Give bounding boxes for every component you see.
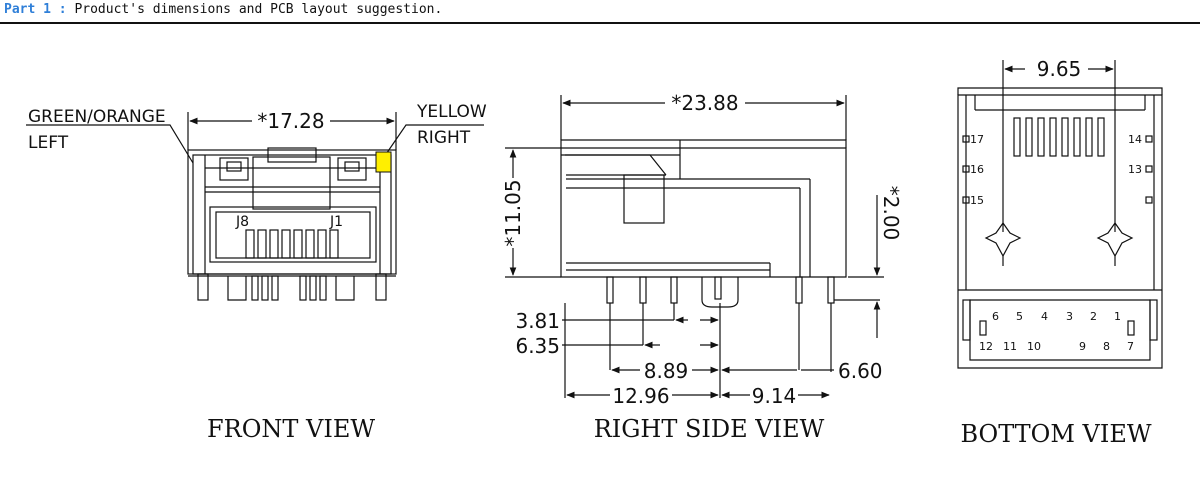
side-height-dim: *11.05 bbox=[501, 179, 525, 246]
part-description: Product's dimensions and PCB layout sugg… bbox=[74, 2, 443, 17]
pin-label-j1: J1 bbox=[329, 214, 343, 230]
label-left-line2: LEFT bbox=[28, 133, 69, 153]
side-dim-f: 6.60 bbox=[838, 359, 883, 383]
label-right-line2: RIGHT bbox=[417, 128, 471, 148]
side-length-dim: *23.88 bbox=[671, 91, 738, 115]
header-text: Part 1 : Product's dimensions and PCB la… bbox=[4, 2, 442, 17]
side-dim-a: 3.81 bbox=[515, 309, 560, 333]
front-view bbox=[26, 112, 484, 301]
label-left-line1: GREEN/ORANGE bbox=[28, 107, 166, 127]
side-dim-d: 12.96 bbox=[612, 384, 669, 408]
front-view-title: FRONT VIEW bbox=[207, 415, 375, 443]
front-width-dim: *17.28 bbox=[257, 109, 324, 133]
pin-11: 11 bbox=[1003, 340, 1017, 353]
pin-4: 4 bbox=[1041, 310, 1048, 323]
side-dim-c: 8.89 bbox=[644, 359, 689, 383]
page-header: Part 1 : Product's dimensions and PCB la… bbox=[0, 0, 1200, 24]
bottom-view-title: BOTTOM VIEW bbox=[960, 420, 1151, 448]
pin-14: 14 bbox=[1128, 133, 1142, 146]
pin-16: 16 bbox=[970, 163, 984, 176]
part-label: Part 1 : bbox=[4, 2, 67, 17]
side-dim-e: 9.14 bbox=[752, 384, 797, 408]
side-offset-dim: *2.00 bbox=[879, 186, 903, 241]
yellow-led-right bbox=[375, 151, 392, 173]
side-view bbox=[505, 95, 884, 399]
pin-13: 13 bbox=[1128, 163, 1142, 176]
pin-7: 7 bbox=[1127, 340, 1134, 353]
side-view-title: RIGHT SIDE VIEW bbox=[594, 415, 825, 443]
pin-5: 5 bbox=[1016, 310, 1023, 323]
side-dim-b: 6.35 bbox=[515, 334, 560, 358]
bottom-spacing-dim: 9.65 bbox=[1037, 57, 1082, 81]
pin-2: 2 bbox=[1090, 310, 1097, 323]
header-rule bbox=[0, 22, 1200, 24]
pin-6: 6 bbox=[992, 310, 999, 323]
label-right-line1: YELLOW bbox=[416, 102, 487, 122]
pin-10: 10 bbox=[1027, 340, 1041, 353]
pin-3: 3 bbox=[1066, 310, 1073, 323]
bottom-view bbox=[957, 60, 1163, 369]
pin-label-j8: J8 bbox=[235, 214, 249, 230]
pin-1: 1 bbox=[1114, 310, 1121, 323]
pin-9: 9 bbox=[1079, 340, 1086, 353]
pin-8: 8 bbox=[1103, 340, 1110, 353]
pin-17: 17 bbox=[970, 133, 984, 146]
pin-12: 12 bbox=[979, 340, 993, 353]
pin-15: 15 bbox=[970, 194, 984, 207]
